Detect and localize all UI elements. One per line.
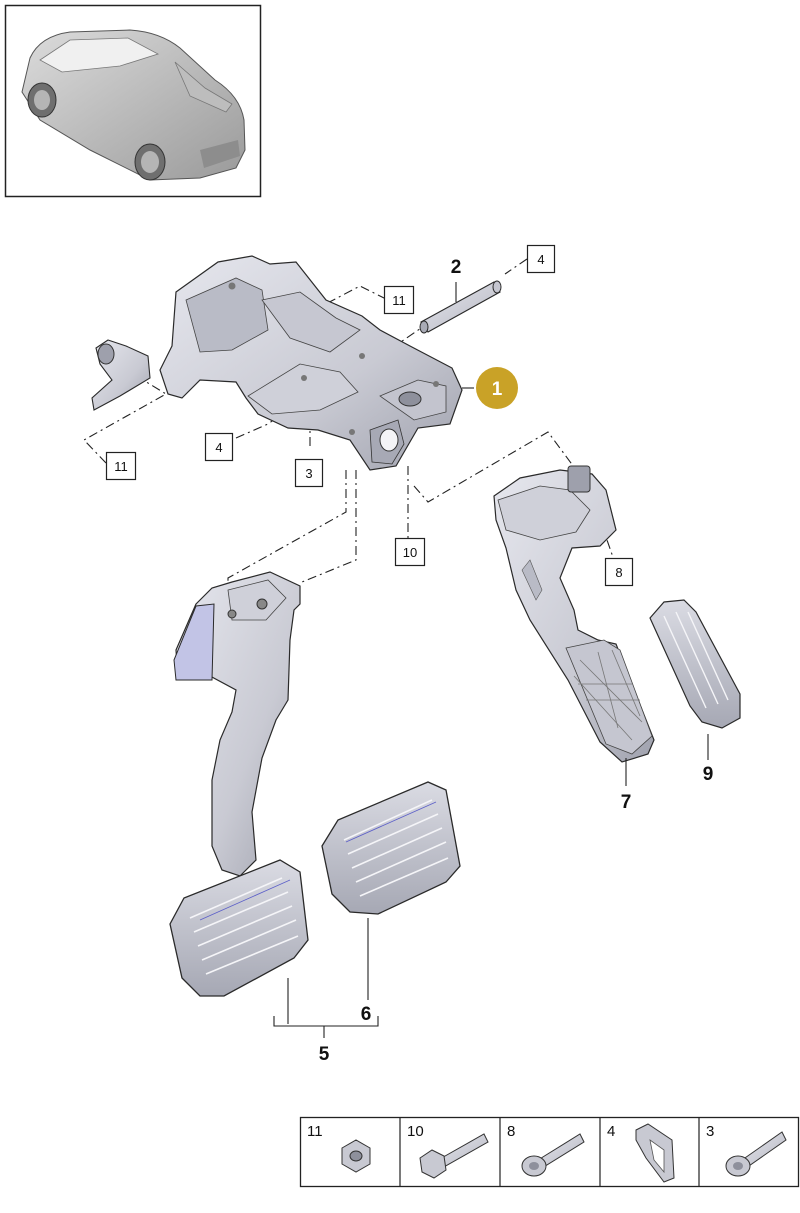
callout-1-highlight[interactable]: 1 [476, 367, 518, 409]
box-ref-3: 3 [294, 458, 324, 488]
legend-num: 11 [307, 1123, 323, 1140]
svg-text:8: 8 [615, 565, 622, 580]
label-part-2: 2 [451, 257, 462, 278]
svg-text:11: 11 [114, 459, 128, 474]
hex-nut-icon [341, 1139, 371, 1173]
legend-num: 3 [706, 1123, 714, 1140]
box-ref-4-left: 4 [204, 432, 234, 462]
fastener-legend: 11 10 8 4 [299, 1116, 800, 1188]
label-part-7: 7 [621, 792, 632, 813]
legend-cell-10: 10 [407, 1123, 489, 1179]
flange-bolt-icon [725, 1131, 787, 1177]
brake-pedal-arm [173, 571, 301, 877]
svg-text:4: 4 [537, 252, 544, 267]
callout-lines [273, 282, 709, 1038]
flange-bolt-icon [521, 1133, 585, 1177]
legend-cell-3: 3 [706, 1123, 787, 1177]
legend-num: 4 [607, 1123, 615, 1140]
legend-cell-11: 11 [307, 1123, 371, 1173]
label-part-5: 5 [319, 1044, 330, 1065]
legend-num: 10 [407, 1123, 424, 1140]
clutch-pedal-pad [321, 781, 461, 915]
brake-pedal-pad [169, 859, 309, 997]
pivot-pin [419, 280, 502, 334]
legend-cell-4: 4 [607, 1123, 675, 1183]
svg-text:3: 3 [305, 466, 312, 481]
legend-cell-8: 8 [507, 1123, 585, 1177]
vehicle-thumbnail [4, 4, 262, 198]
label-part-9: 9 [703, 764, 714, 785]
box-ref-11-top: 11 [383, 285, 415, 315]
svg-text:10: 10 [403, 545, 417, 560]
svg-text:4: 4 [215, 440, 222, 455]
svg-text:11: 11 [392, 293, 406, 308]
box-ref-4-top: 4 [526, 244, 556, 274]
pedal-bracket [91, 255, 463, 471]
callout-1-circle[interactable] [476, 367, 518, 409]
clip-nut-icon [635, 1123, 675, 1183]
accelerator-pad [649, 599, 741, 729]
box-ref-10: 10 [394, 537, 426, 567]
callout-1-text: 1 [492, 379, 503, 400]
suv-vehicle-icon [21, 29, 246, 181]
accelerator-pedal [493, 465, 655, 763]
hex-bolt-icon [419, 1133, 489, 1179]
label-part-6: 6 [361, 1004, 372, 1025]
legend-num: 8 [507, 1123, 515, 1140]
box-ref-8: 8 [604, 557, 634, 587]
box-ref-11-left: 11 [105, 451, 137, 481]
